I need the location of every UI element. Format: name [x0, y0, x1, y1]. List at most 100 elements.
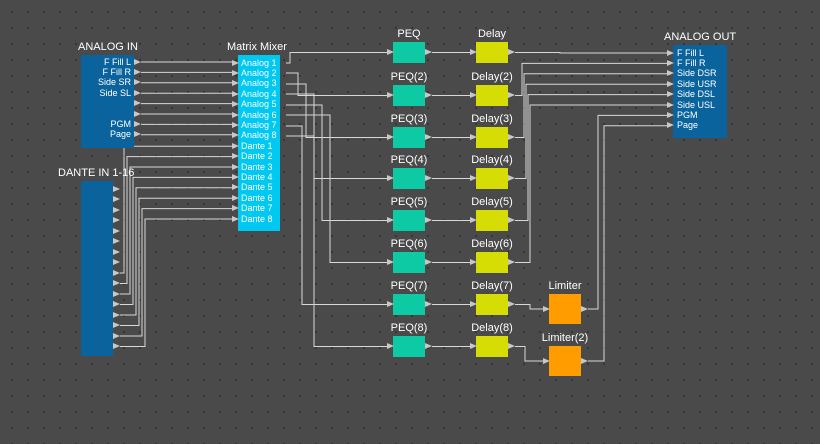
- dante-in-output-port[interactable]: [113, 259, 120, 265]
- matrix-mixer-input-port[interactable]: [232, 69, 239, 76]
- analog-out-input-port[interactable]: [667, 101, 674, 108]
- analog-out-input-port[interactable]: [667, 122, 674, 129]
- peq-block-output-port[interactable]: [425, 175, 432, 181]
- peq-block-output-port[interactable]: [425, 301, 432, 307]
- signal-wire[interactable]: [588, 114, 667, 310]
- peq-block[interactable]: [393, 127, 425, 148]
- delay-block-output-port[interactable]: [508, 92, 515, 98]
- dante-in-output-port[interactable]: [113, 311, 120, 318]
- matrix-mixer-input-port[interactable]: [232, 121, 239, 128]
- signal-wire[interactable]: [286, 125, 387, 305]
- dante-in-output-port[interactable]: [113, 269, 120, 276]
- delay-block-output-port[interactable]: [508, 175, 515, 181]
- matrix-mixer-input-port[interactable]: [232, 101, 239, 108]
- matrix-mixer-input-port[interactable]: [232, 205, 239, 212]
- matrix-mixer-input-port[interactable]: [232, 173, 239, 180]
- analog-in-output-port[interactable]: [134, 79, 141, 86]
- signal-wire[interactable]: [515, 104, 667, 263]
- peq-block-input-port[interactable]: [387, 217, 394, 223]
- peq-block[interactable]: [393, 85, 425, 106]
- signal-wire[interactable]: [120, 187, 232, 316]
- analog-out-input-port[interactable]: [667, 111, 674, 118]
- signal-wire[interactable]: [515, 62, 667, 96]
- limiter-block[interactable]: [549, 346, 581, 376]
- dante-in-output-port[interactable]: [113, 196, 120, 202]
- peq-block[interactable]: [393, 252, 425, 273]
- delay-block[interactable]: [476, 168, 508, 189]
- analog-in-output-port[interactable]: [134, 89, 141, 96]
- peq-block-output-port[interactable]: [425, 49, 432, 55]
- dante-in-block[interactable]: [81, 181, 113, 356]
- dante-in-output-port[interactable]: [113, 227, 120, 234]
- dante-in-output-port[interactable]: [113, 322, 120, 328]
- peq-block-output-port[interactable]: [425, 259, 432, 265]
- peq-block-output-port[interactable]: [425, 134, 432, 140]
- delay-block-input-port[interactable]: [470, 343, 477, 349]
- analog-in-output-port[interactable]: [134, 58, 141, 65]
- matrix-mixer-block[interactable]: [238, 55, 280, 231]
- peq-block[interactable]: [393, 294, 425, 315]
- matrix-mixer-input-port[interactable]: [232, 80, 239, 87]
- dante-in-output-port[interactable]: [113, 332, 120, 339]
- limiter-block-input-port[interactable]: [543, 305, 550, 312]
- delay-block[interactable]: [476, 85, 508, 106]
- delay-block-output-port[interactable]: [508, 49, 515, 55]
- peq-block-input-port[interactable]: [387, 175, 394, 181]
- dante-in-output-port[interactable]: [113, 248, 120, 255]
- dante-in-output-port[interactable]: [113, 280, 120, 286]
- signal-wire[interactable]: [515, 52, 667, 54]
- analog-in-block[interactable]: [81, 55, 134, 148]
- peq-block[interactable]: [393, 336, 425, 357]
- delay-block[interactable]: [476, 336, 508, 357]
- delay-block-output-port[interactable]: [508, 343, 515, 349]
- signal-wire[interactable]: [120, 208, 232, 337]
- peq-block-output-port[interactable]: [425, 343, 432, 349]
- analog-out-input-port[interactable]: [667, 70, 674, 77]
- delay-block-input-port[interactable]: [470, 175, 477, 181]
- signal-wire[interactable]: [286, 52, 387, 64]
- limiter-block-input-port[interactable]: [543, 357, 550, 364]
- dante-in-output-port[interactable]: [113, 301, 120, 307]
- analog-in-output-port[interactable]: [134, 68, 141, 75]
- limiter-block[interactable]: [549, 294, 581, 324]
- signal-wire[interactable]: [515, 304, 543, 310]
- dante-in-output-port[interactable]: [113, 217, 120, 223]
- dante-in-output-port[interactable]: [113, 290, 120, 297]
- delay-block-input-port[interactable]: [470, 301, 477, 307]
- signal-wire[interactable]: [515, 83, 667, 179]
- delay-block-input-port[interactable]: [470, 49, 477, 55]
- analog-in-output-port[interactable]: [134, 100, 141, 107]
- dante-in-output-port[interactable]: [113, 238, 120, 244]
- matrix-mixer-input-port[interactable]: [232, 132, 239, 139]
- signal-wire[interactable]: [286, 104, 387, 221]
- matrix-mixer-input-port[interactable]: [232, 215, 239, 222]
- matrix-mixer-input-port[interactable]: [232, 163, 239, 170]
- peq-block-input-port[interactable]: [387, 92, 394, 98]
- signal-wire[interactable]: [120, 176, 232, 305]
- matrix-mixer-input-port[interactable]: [232, 194, 239, 201]
- analog-out-input-port[interactable]: [667, 59, 674, 66]
- signal-wire[interactable]: [286, 135, 387, 347]
- matrix-mixer-input-port[interactable]: [232, 142, 239, 149]
- signal-wire[interactable]: [515, 73, 667, 138]
- peq-block-output-port[interactable]: [425, 217, 432, 223]
- analog-in-output-port[interactable]: [134, 120, 141, 127]
- matrix-mixer-input-port[interactable]: [232, 153, 239, 160]
- delay-block-output-port[interactable]: [508, 134, 515, 140]
- signal-wire[interactable]: [120, 197, 232, 326]
- signal-wire[interactable]: [515, 346, 543, 362]
- peq-block-input-port[interactable]: [387, 259, 394, 265]
- peq-block[interactable]: [393, 42, 425, 63]
- delay-block-input-port[interactable]: [470, 92, 477, 98]
- analog-out-input-port[interactable]: [667, 80, 674, 87]
- signal-wire[interactable]: [120, 166, 232, 295]
- delay-block-output-port[interactable]: [508, 301, 515, 307]
- analog-out-block[interactable]: [673, 45, 727, 138]
- signal-wire[interactable]: [120, 156, 232, 284]
- peq-block-input-port[interactable]: [387, 343, 394, 349]
- delay-block-input-port[interactable]: [470, 259, 477, 265]
- dante-in-output-port[interactable]: [113, 206, 120, 213]
- peq-block-input-port[interactable]: [387, 301, 394, 307]
- delay-block-input-port[interactable]: [470, 217, 477, 223]
- signal-wire[interactable]: [286, 83, 387, 138]
